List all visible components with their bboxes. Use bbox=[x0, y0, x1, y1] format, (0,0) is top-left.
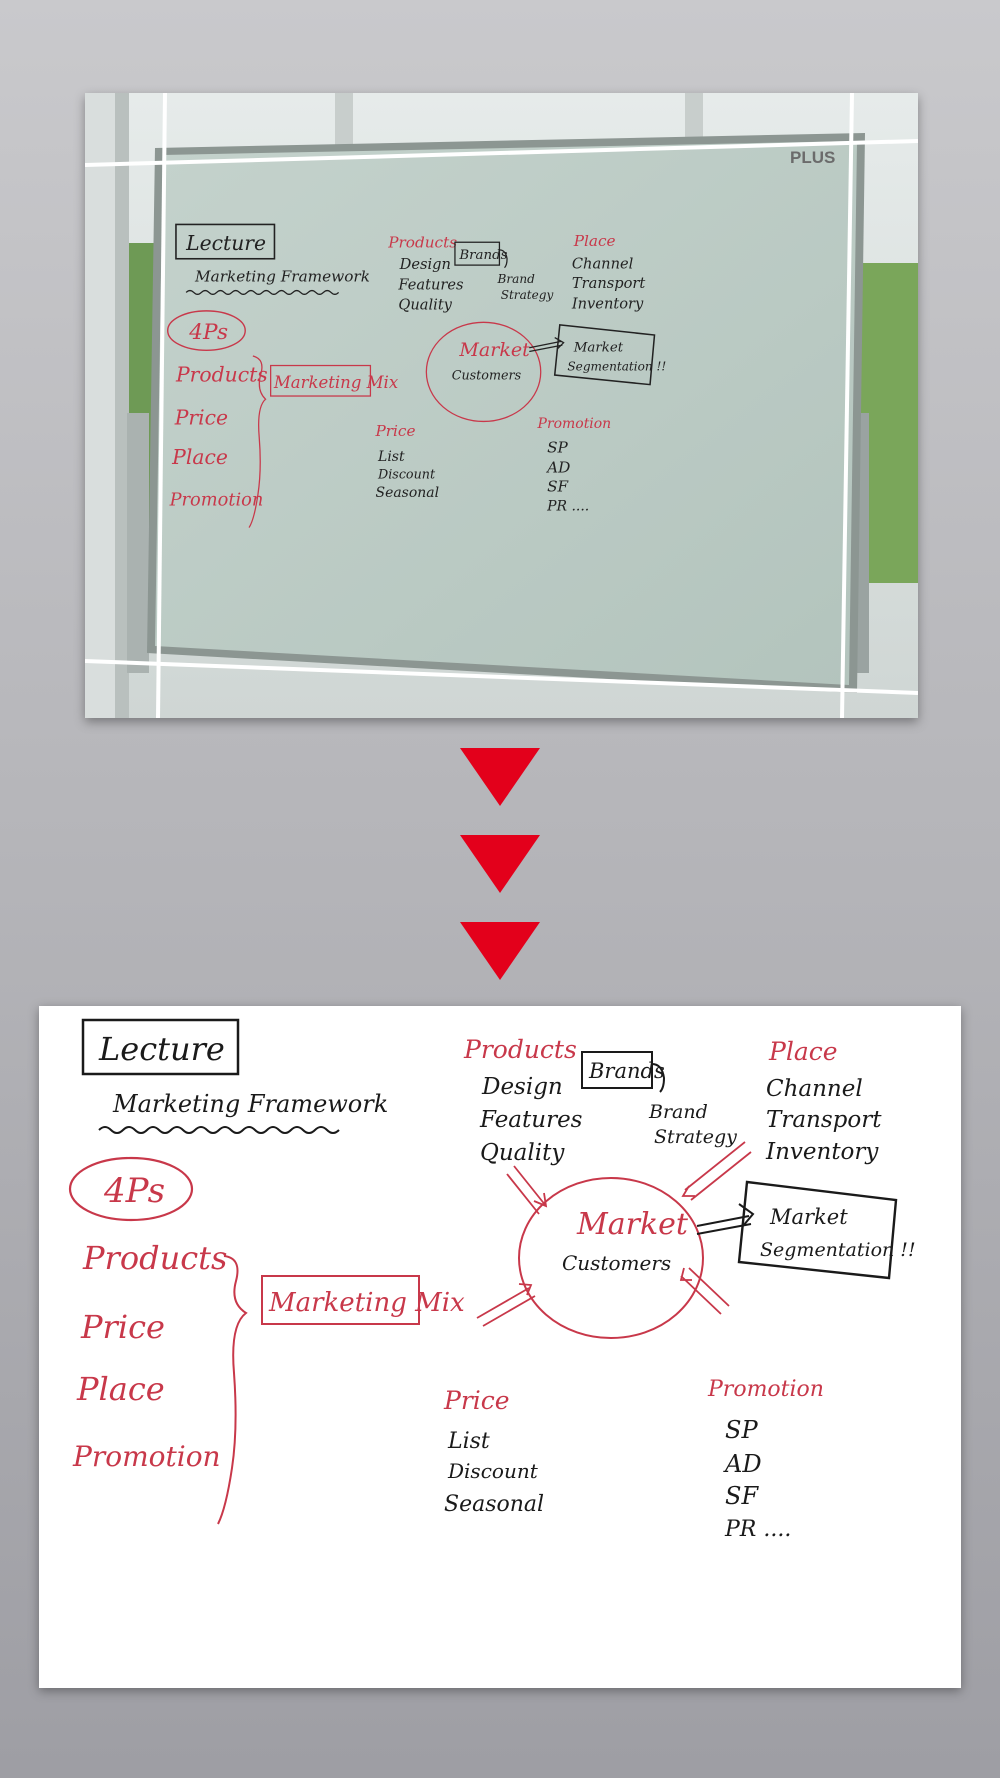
svg-text:Transport: Transport bbox=[572, 275, 645, 292]
wavy-underline bbox=[98, 1126, 340, 1134]
promotion-item: AD bbox=[723, 1450, 762, 1478]
inward-arrows bbox=[476, 1141, 752, 1327]
crop-guides bbox=[85, 93, 918, 718]
whiteboard-drawing: Lecture Marketing Framework 4Ps Products… bbox=[68, 1018, 916, 1542]
svg-text:SF: SF bbox=[547, 477, 569, 495]
price-item: List bbox=[447, 1429, 490, 1454]
brand-strategy-label: Brand bbox=[648, 1101, 708, 1123]
lecture-title: Lecture bbox=[98, 1030, 225, 1068]
promotion-item: SP bbox=[725, 1416, 758, 1444]
svg-text:Seasonal: Seasonal bbox=[376, 485, 440, 501]
marketing-mix-box bbox=[261, 1275, 420, 1325]
svg-text:4Ps: 4Ps bbox=[188, 320, 228, 345]
svg-text:Brands: Brands bbox=[458, 248, 507, 263]
svg-text:Market: Market bbox=[458, 339, 530, 361]
svg-text:Segmentation !!: Segmentation !! bbox=[567, 360, 666, 374]
svg-text:Products: Products bbox=[175, 362, 268, 386]
svg-text:Quality: Quality bbox=[398, 297, 452, 314]
down-arrow-icon bbox=[460, 835, 540, 893]
fourps-label: 4Ps bbox=[103, 1171, 165, 1211]
promotion-item: SF bbox=[725, 1482, 759, 1510]
svg-text:Marketing Framework: Marketing Framework bbox=[194, 268, 370, 286]
brand-logo: PLUS bbox=[790, 148, 835, 167]
down-arrow-icon bbox=[460, 748, 540, 806]
svg-text:Features: Features bbox=[397, 276, 463, 293]
price-heading: Price bbox=[443, 1386, 510, 1415]
down-arrow-icon bbox=[460, 922, 540, 980]
products-item: Quality bbox=[480, 1140, 565, 1166]
svg-text:List: List bbox=[377, 449, 405, 465]
promotion-heading: Promotion bbox=[707, 1377, 824, 1402]
svg-text:Brand: Brand bbox=[497, 272, 536, 286]
svg-text:Marketing Mix: Marketing Mix bbox=[273, 373, 399, 392]
mix-item-place: Place bbox=[76, 1370, 165, 1408]
mix-item-price: Price bbox=[80, 1308, 165, 1346]
svg-text:Promotion: Promotion bbox=[537, 416, 612, 432]
svg-text:Customers: Customers bbox=[452, 368, 522, 383]
svg-text:Strategy: Strategy bbox=[501, 288, 554, 302]
brands-box bbox=[581, 1051, 653, 1089]
products-item: Design bbox=[481, 1074, 563, 1100]
svg-text:Design: Design bbox=[399, 256, 451, 273]
svg-text:Price: Price bbox=[174, 406, 228, 430]
svg-text:PR ....: PR .... bbox=[546, 498, 589, 514]
svg-text:Discount: Discount bbox=[377, 467, 436, 482]
customers-label: Customers bbox=[562, 1251, 671, 1275]
svg-text:Place: Place bbox=[171, 445, 228, 469]
products-heading: Products bbox=[463, 1035, 577, 1064]
svg-text:Promotion: Promotion bbox=[169, 489, 264, 510]
svg-text:Channel: Channel bbox=[572, 255, 634, 272]
market-label: Market bbox=[576, 1207, 689, 1242]
segmentation-box bbox=[737, 1180, 898, 1280]
photo-board-drawing: Lecture Marketing Framework 4Ps Products… bbox=[167, 223, 666, 528]
brand-strategy-label: Strategy bbox=[654, 1126, 737, 1148]
svg-text:SP: SP bbox=[547, 439, 568, 457]
promotion-item: PR .... bbox=[724, 1517, 791, 1542]
place-item: Transport bbox=[766, 1107, 882, 1133]
products-item: Features bbox=[479, 1107, 583, 1133]
svg-text:Inventory: Inventory bbox=[571, 295, 644, 312]
window-post bbox=[335, 93, 353, 153]
fourps-ellipse bbox=[68, 1156, 194, 1222]
svg-text:AD: AD bbox=[545, 458, 570, 476]
price-item: Discount bbox=[447, 1459, 539, 1483]
segmentation-label: Segmentation !! bbox=[760, 1239, 916, 1261]
window-post bbox=[115, 93, 129, 718]
window-mullion-left bbox=[85, 93, 115, 718]
photo-scene: PLUS Lecture Marketing Framework 4Ps Pro… bbox=[85, 93, 918, 718]
cleaned-whiteboard: Lecture Marketing Framework 4Ps Products… bbox=[39, 1006, 961, 1688]
price-item: Seasonal bbox=[444, 1492, 544, 1517]
brands-label: Brands bbox=[588, 1059, 665, 1083]
source-photo: PLUS Lecture Marketing Framework 4Ps Pro… bbox=[85, 93, 918, 718]
mix-item-promotion: Promotion bbox=[72, 1440, 221, 1473]
whiteboard-surface bbox=[155, 141, 857, 685]
market-circle bbox=[518, 1177, 704, 1339]
place-item: Channel bbox=[766, 1076, 863, 1102]
curly-brace bbox=[217, 1255, 248, 1525]
segmentation-label: Market bbox=[769, 1205, 848, 1229]
brands-hook bbox=[651, 1063, 666, 1093]
svg-text:Products: Products bbox=[387, 233, 457, 251]
svg-text:Market: Market bbox=[573, 341, 624, 356]
svg-text:Lecture: Lecture bbox=[185, 231, 266, 255]
svg-text:Place: Place bbox=[573, 232, 616, 250]
place-item: Inventory bbox=[765, 1139, 879, 1165]
marketing-mix-label: Marketing Mix bbox=[268, 1288, 465, 1318]
mix-item-products: Products bbox=[82, 1239, 227, 1277]
svg-text:Price: Price bbox=[375, 422, 416, 440]
lecture-box bbox=[81, 1018, 240, 1076]
stand-leg-left bbox=[127, 413, 149, 673]
framework-subtitle: Marketing Framework bbox=[112, 1090, 388, 1118]
place-heading: Place bbox=[768, 1037, 838, 1066]
